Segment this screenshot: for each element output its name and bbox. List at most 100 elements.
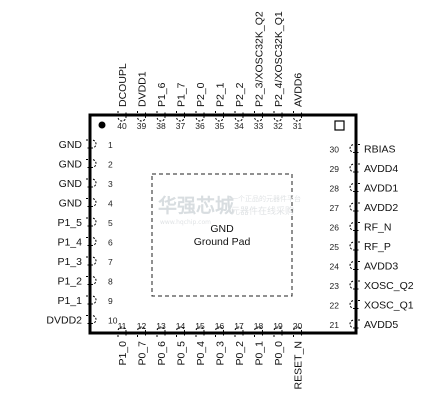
pin-name-top: AVDD6	[293, 73, 305, 107]
pin-pad-right	[349, 319, 360, 329]
pin-number-top: 35	[215, 121, 225, 131]
pin-pad-top	[176, 111, 185, 122]
pin-pad-bottom	[156, 326, 166, 337]
pin-name-top: P2_0	[195, 82, 207, 107]
pin-pad-top	[156, 111, 166, 122]
package-outline	[88, 113, 358, 335]
pin-pad-top	[137, 111, 146, 122]
pin-name-left: P1_5	[57, 217, 82, 229]
pin-pad-bottom	[195, 326, 205, 337]
pin-number-right: 29	[330, 164, 340, 174]
pin-number-top: 32	[273, 121, 283, 131]
pin-pad-left	[86, 217, 97, 227]
pin-pad-left	[86, 295, 97, 305]
pin-name-top: DVDD1	[137, 71, 149, 107]
pin-pad-left	[86, 178, 97, 188]
pin-pad-right	[349, 300, 360, 309]
pin-number-right: 27	[330, 203, 340, 213]
pin1-dot	[98, 121, 106, 129]
pin-name-left: GND	[59, 159, 83, 171]
pin-pad-bottom	[254, 326, 263, 337]
pin-name-top: P2_1	[215, 82, 227, 107]
pin-name-bottom: P0_2	[234, 341, 246, 366]
pin-pad-left	[86, 276, 97, 285]
pin-number-top: 31	[293, 121, 303, 131]
pin-pad-top	[117, 111, 127, 122]
pin-name-left: P1_1	[57, 295, 82, 307]
pin-pad-right	[349, 222, 360, 231]
pin-name-right: RF_N	[364, 222, 391, 234]
pin-name-left: GND	[59, 178, 83, 190]
watermark-tagline-2: 元器件在线采购	[231, 205, 294, 217]
pin-number-top: 39	[137, 121, 147, 131]
pin-number-bottom: 19	[273, 321, 283, 331]
watermark-brand: 华强芯城	[158, 194, 234, 217]
pin-pad-bottom	[293, 326, 302, 337]
pin-pad-top	[293, 111, 302, 122]
pin-number-top: 33	[254, 121, 264, 131]
watermark-tagline: 一个正品的元器件平台	[231, 194, 301, 203]
pin-number-left: 10	[108, 316, 118, 326]
pin-pad-left	[86, 139, 97, 149]
pin-name-left: P1_4	[57, 237, 82, 249]
pin-name-right: AVDD1	[364, 183, 398, 195]
pin-pad-left	[86, 237, 97, 246]
pin-number-left: 6	[108, 238, 113, 248]
pin-pad-top	[254, 111, 263, 122]
pin-number-top: 38	[156, 121, 166, 131]
pin-name-bottom: P0_0	[273, 341, 285, 366]
pin-number-left: 7	[108, 257, 113, 267]
pin-number-left: 1	[108, 140, 113, 150]
pin-pad-right	[349, 241, 360, 251]
pin-pad-right	[349, 280, 360, 290]
pin-name-right: RF_P	[364, 241, 391, 253]
pin-name-bottom: P0_1	[254, 341, 266, 366]
watermark: 华强芯城 www.hqchip.com 一个正品的元器件平台 元器件在线采购	[158, 194, 301, 226]
pin-name-top: P2_2	[234, 82, 246, 107]
pin-pad-bottom	[137, 326, 146, 337]
pin-name-bottom: P0_7	[137, 341, 149, 366]
pin-name-top: DCOUPL	[117, 63, 129, 107]
ground-pad-sublabel: Ground Pad	[194, 236, 251, 248]
pin-name-bottom: P0_3	[215, 341, 227, 366]
pin-name-left: P1_3	[57, 256, 82, 268]
pin-number-top: 34	[234, 121, 244, 131]
pin-pad-bottom	[273, 326, 283, 337]
pin-name-left: DVDD2	[46, 315, 82, 327]
pin-pad-bottom	[234, 326, 244, 337]
pin-number-right: 22	[330, 301, 340, 311]
pin-name-top: P1_6	[156, 82, 168, 107]
pin-name-left: GND	[59, 198, 83, 210]
pin-name-right: RBIAS	[364, 144, 396, 156]
pin-name-bottom: P0_6	[156, 341, 168, 366]
pin-pad-right	[349, 163, 360, 173]
pin-pad-left	[86, 159, 97, 168]
pin-number-bottom: 16	[215, 321, 225, 331]
ground-pad	[151, 173, 293, 297]
pin-name-right: AVDD3	[364, 261, 398, 273]
pin-number-left: 5	[108, 218, 113, 228]
pin-pad-bottom	[176, 326, 185, 337]
pin-name-right: XOSC_Q1	[364, 300, 414, 312]
pin-pad-right	[349, 261, 360, 270]
pin-pad-left	[86, 256, 97, 266]
ground-pad-label: GND	[210, 223, 234, 235]
pin-pad-top	[234, 111, 244, 122]
pin-pad-left	[86, 315, 97, 324]
pin-number-left: 3	[108, 179, 113, 189]
pin-number-bottom: 11	[118, 321, 127, 331]
pin-number-left: 8	[108, 277, 113, 287]
pin-name-left: GND	[59, 139, 83, 151]
pin-name-bottom: P0_5	[176, 341, 188, 366]
pin-name-right: AVDD4	[364, 163, 398, 175]
corner-marker	[334, 120, 345, 131]
pin-number-top: 36	[195, 121, 205, 131]
pin-number-bottom: 15	[195, 321, 205, 331]
pin-number-bottom: 20	[293, 321, 303, 331]
pin-name-right: AVDD5	[364, 319, 398, 331]
pin-number-top: 37	[176, 121, 186, 131]
pin-number-left: 4	[108, 199, 113, 209]
pin-name-right: AVDD2	[364, 202, 398, 214]
